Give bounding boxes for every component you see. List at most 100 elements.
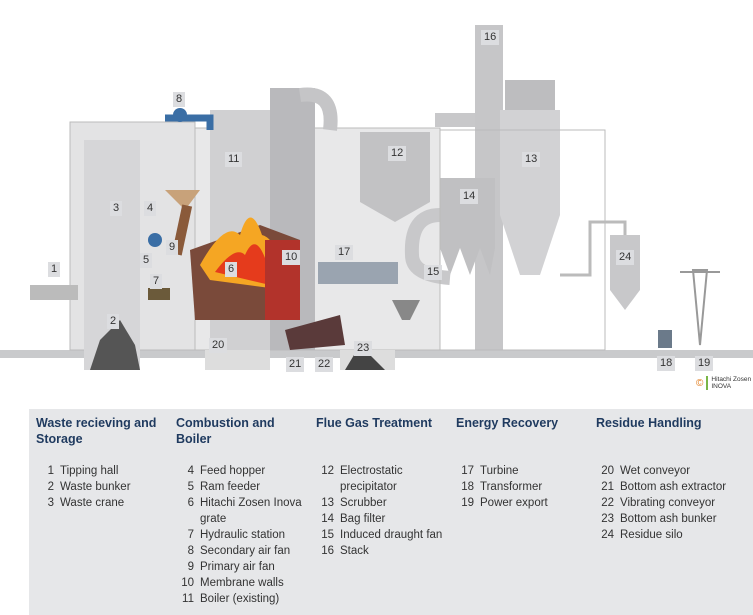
ash-pile [345,345,385,370]
label-15: 15 [424,265,443,280]
copyright-icon: © [696,377,704,389]
scrubber-top [505,80,555,110]
legend-item-label: Membrane walls [200,577,284,589]
legend-item-label: Feed hopper [200,465,266,477]
legend-item-number: 10 [181,577,194,589]
silo-cone [610,290,640,310]
legend-item-label: Waste bunker [60,481,131,493]
label-6: 6 [225,262,238,277]
plant-illustration [0,25,753,370]
legend-item-label: Boiler (existing) [200,593,280,605]
legend-item-number: 23 [601,513,614,525]
legend-item-label: Secondary air fan [200,545,291,557]
feed-hopper [165,190,200,210]
legend-item-label: Turbine [480,465,519,477]
legend-item-number: 24 [601,529,614,541]
company-name-line2: INOVA [711,383,732,390]
label-20: 20 [209,338,228,353]
label-23: 23 [354,341,373,356]
legend-item-label: Transformer [480,481,543,493]
legend-item-number: 6 [187,497,194,509]
scrubber [500,110,560,275]
secondary-air-fan [173,108,187,122]
label-21: 21 [286,357,305,372]
label-19: 19 [695,356,714,371]
plant-diagram: 1 2 3 4 5 6 7 8 9 10 11 12 13 14 15 16 1… [0,25,753,390]
label-10: 10 [282,250,301,265]
legend-item-number: 20 [601,465,614,477]
ash-extractor [285,315,345,350]
label-16: 16 [481,30,500,45]
primary-air-fan [148,233,162,247]
legend-item-label: Stack [340,545,369,557]
legend-column-title: Combustion and Boiler [176,416,275,446]
label-9: 9 [166,240,179,255]
legend-item-number: 11 [182,593,194,605]
legend-item-label: Bag filter [340,513,386,525]
legend-item: 17 Turbine [456,463,586,479]
legend-item-number: 22 [601,497,614,509]
legend-item: 22 Vibrating conveyor [596,495,746,511]
legend-item-label: Power export [480,497,548,509]
label-7: 7 [150,274,163,289]
logo-bar [706,376,709,390]
label-2: 2 [107,314,120,329]
legend-item-label: Induced draught fan [340,529,443,541]
electrostatic-precipitator [360,132,430,202]
residue-pipe [560,220,627,277]
waste-bunker [84,140,140,370]
copyright-logo: © Hitachi Zosen INOVA [696,376,751,390]
legend-item-label: Bottom ash bunker [620,513,717,525]
legend-item-number: 16 [321,545,334,557]
legend-item: 11 Boiler (existing) [176,591,306,607]
legend-item: 8 Secondary air fan [176,543,306,559]
legend-item: 23 Bottom ash bunker [596,511,746,527]
label-14: 14 [460,189,479,204]
transformer [658,330,672,348]
legend-item-label: Hydraulic station [200,529,286,541]
legend-item-number: 8 [187,545,194,557]
legend-column-title: Residue Handling [596,416,702,430]
legend-item-number: 17 [461,465,474,477]
label-4: 4 [144,201,157,216]
legend-item-number: 5 [187,481,194,493]
label-3: 3 [110,201,123,216]
label-18: 18 [657,356,676,371]
wet-conveyor-pit [205,350,270,370]
legend-item-number: 3 [47,497,54,509]
legend-item-label: Scrubber [340,497,387,509]
legend-item-label: Vibrating conveyor [620,497,716,509]
company-name-line1: Hitachi Zosen [711,376,752,383]
legend-item-label: Bottom ash extractor [620,481,727,493]
legend-item-label: Wet conveyor [620,465,691,477]
turbine [318,262,398,284]
legend-item-number: 12 [321,465,334,477]
power-pylon [680,269,720,346]
label-8: 8 [173,92,186,107]
legend-item: 16 Stack [316,543,446,559]
label-13: 13 [522,152,541,167]
fgt-building [439,129,606,351]
legend-column-title: Flue Gas Treatment [316,416,433,430]
legend-item-number: 7 [187,529,194,541]
flue-duct [299,87,338,131]
legend-item: 7 Hydraulic station [176,527,306,543]
hydraulic-station [148,288,170,300]
label-22: 22 [315,357,334,372]
